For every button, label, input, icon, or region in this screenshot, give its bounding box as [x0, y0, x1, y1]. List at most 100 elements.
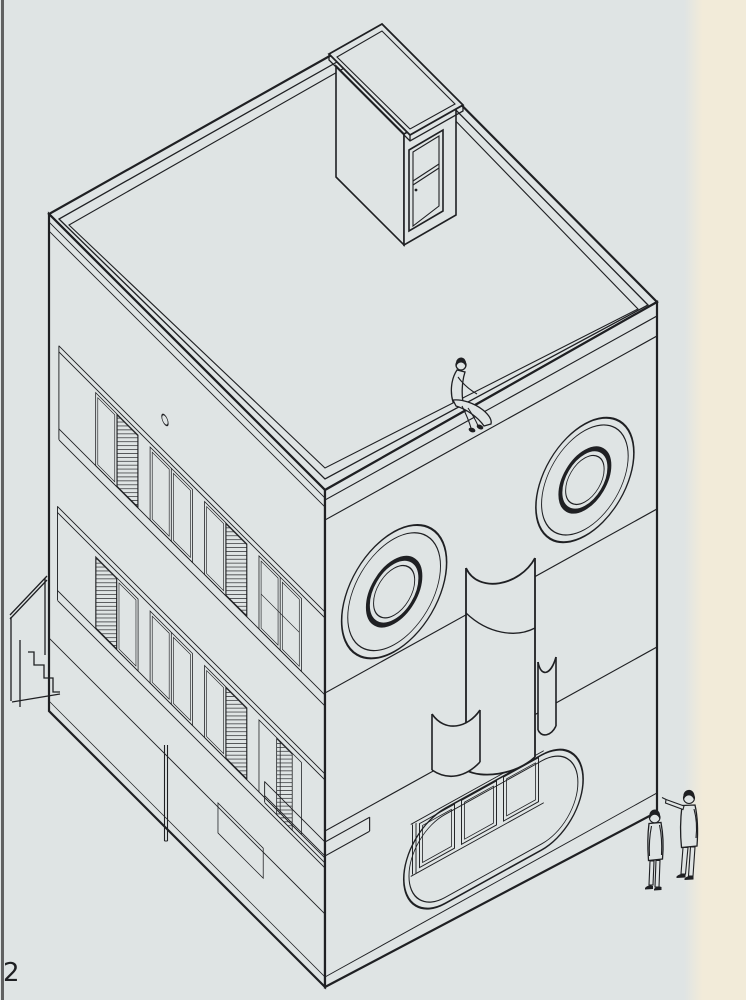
corner-ledge-lines: [264, 780, 325, 864]
eye-pupil-inner: [373, 564, 416, 619]
sitting-figure-shoe: [468, 427, 476, 433]
downpipe: [163, 745, 169, 842]
nose-bottom-rim: [465, 756, 536, 776]
pointing-figure-arm: [664, 798, 685, 811]
louver-shutter: [95, 557, 117, 650]
nose-body-mask: [466, 558, 535, 775]
pipe-sides: [431, 710, 481, 770]
window-inner-frame: [173, 636, 191, 722]
entry-stair: [9, 575, 61, 707]
eye-window-right: [535, 416, 635, 544]
nose-inner-rim: [465, 612, 536, 634]
stair-handrail: [9, 575, 48, 620]
eye-second-ring: [347, 532, 441, 652]
small-pipe-left: [431, 709, 481, 778]
bulkhead-slab-thickness: [328, 54, 464, 142]
mouth-pane-inner: [422, 808, 452, 864]
louver-shutter: [225, 523, 247, 617]
eye-second-ring: [541, 424, 629, 536]
right-coping-lines: [325, 315, 658, 521]
pipe-sides: [537, 657, 557, 730]
pipe-top-rim: [537, 656, 557, 674]
pointing-figure-legs: [680, 846, 696, 877]
left-coping-lines: [49, 221, 325, 508]
mouth-pane: [419, 803, 455, 869]
right-facade-details: [325, 315, 658, 978]
stair-base: [11, 693, 61, 703]
mouth-pane: [461, 780, 497, 846]
figure-standing-pointing: [661, 789, 699, 880]
door-frame: [408, 128, 444, 233]
upper-balcony-rail: [58, 345, 325, 619]
pointing-figure-shoe: [676, 874, 686, 878]
window-inner-frame: [206, 669, 224, 755]
mouth-pane-inner: [464, 785, 494, 840]
standing-figure-arms: [648, 824, 663, 857]
pipe-top-rim: [431, 709, 481, 727]
sitting-figure-hair: [456, 357, 467, 367]
louver-shutter: [225, 687, 247, 780]
window-inner-frame: [97, 397, 116, 483]
page-number-label: 2: [3, 958, 20, 988]
window-inner-frame: [260, 560, 279, 646]
pointing-figure-hair: [683, 789, 695, 800]
corner-ledge-right: [325, 816, 371, 857]
stair-posts: [10, 578, 46, 707]
slot-vent-louvers: [217, 802, 264, 880]
louver-shutter: [116, 414, 139, 508]
facade-lamp-porthole: [161, 413, 169, 427]
eye-outer-ring: [340, 524, 448, 660]
standing-figure-shoe: [645, 885, 653, 890]
eye-outer-ring: [535, 416, 635, 544]
window-inner-frame: [206, 505, 224, 592]
standing-figure-legs: [648, 859, 661, 888]
window-inner-frame: [173, 472, 191, 559]
standing-figure-coat: [647, 821, 664, 862]
pointing-figure-shoe: [684, 876, 694, 880]
corner-ledge-lines: [325, 816, 371, 857]
mouth-outer-oval: [402, 748, 584, 910]
pipe-mask: [432, 710, 480, 777]
standing-figure-hair: [649, 809, 661, 819]
door-midrail: [412, 163, 440, 186]
left-facade-details: [49, 221, 325, 978]
window-midrail: [261, 593, 300, 633]
window-inner-frame: [151, 451, 170, 537]
pipe-mask: [538, 657, 556, 736]
window-row-upper: [95, 391, 302, 673]
mouth-glazing-end-mullion: [412, 822, 417, 875]
bulkhead-roof-inner: [336, 30, 456, 130]
figure-standing-left: [645, 809, 664, 891]
bulkhead-door: [408, 128, 444, 233]
standing-figure-shoe: [654, 886, 662, 891]
window-inner-frame: [281, 581, 300, 668]
sitting-figure-shoe: [476, 424, 484, 430]
eye-pupil-inner: [565, 454, 605, 506]
lower-balcony-rail: [57, 505, 325, 781]
small-pipe-right: [537, 656, 557, 736]
pointing-figure-hand-and-arm: [661, 797, 698, 839]
window-row-lower: [95, 555, 302, 836]
door-knob: [414, 188, 418, 192]
roof-parapet-inner-line-2: [68, 45, 639, 469]
pointing-figure-body: [679, 804, 699, 849]
figure-sitting-on-roof: [450, 357, 492, 433]
door-inner-frame: [412, 135, 440, 228]
window-inner-frame: [151, 615, 170, 700]
stair-steps: [28, 651, 60, 693]
left-ground-inner-line: [49, 700, 325, 978]
right-ground-inner-line: [325, 792, 658, 978]
pipe-bottom-rim: [431, 761, 481, 778]
scan-left-edge: [1, 0, 4, 1000]
eye-pupil-ring: [558, 446, 612, 514]
building-volume: [47, 24, 659, 990]
left-floor-line: [49, 637, 325, 915]
mouth-pane-inner: [506, 762, 536, 817]
corner-ledge-left: [264, 780, 325, 864]
pipe-bottom-rim: [537, 725, 557, 736]
window-inner-frame: [118, 582, 137, 667]
eye-window-left: [340, 524, 448, 660]
nose-top-rim: [465, 557, 536, 585]
eye-pupil-ring: [365, 555, 423, 628]
